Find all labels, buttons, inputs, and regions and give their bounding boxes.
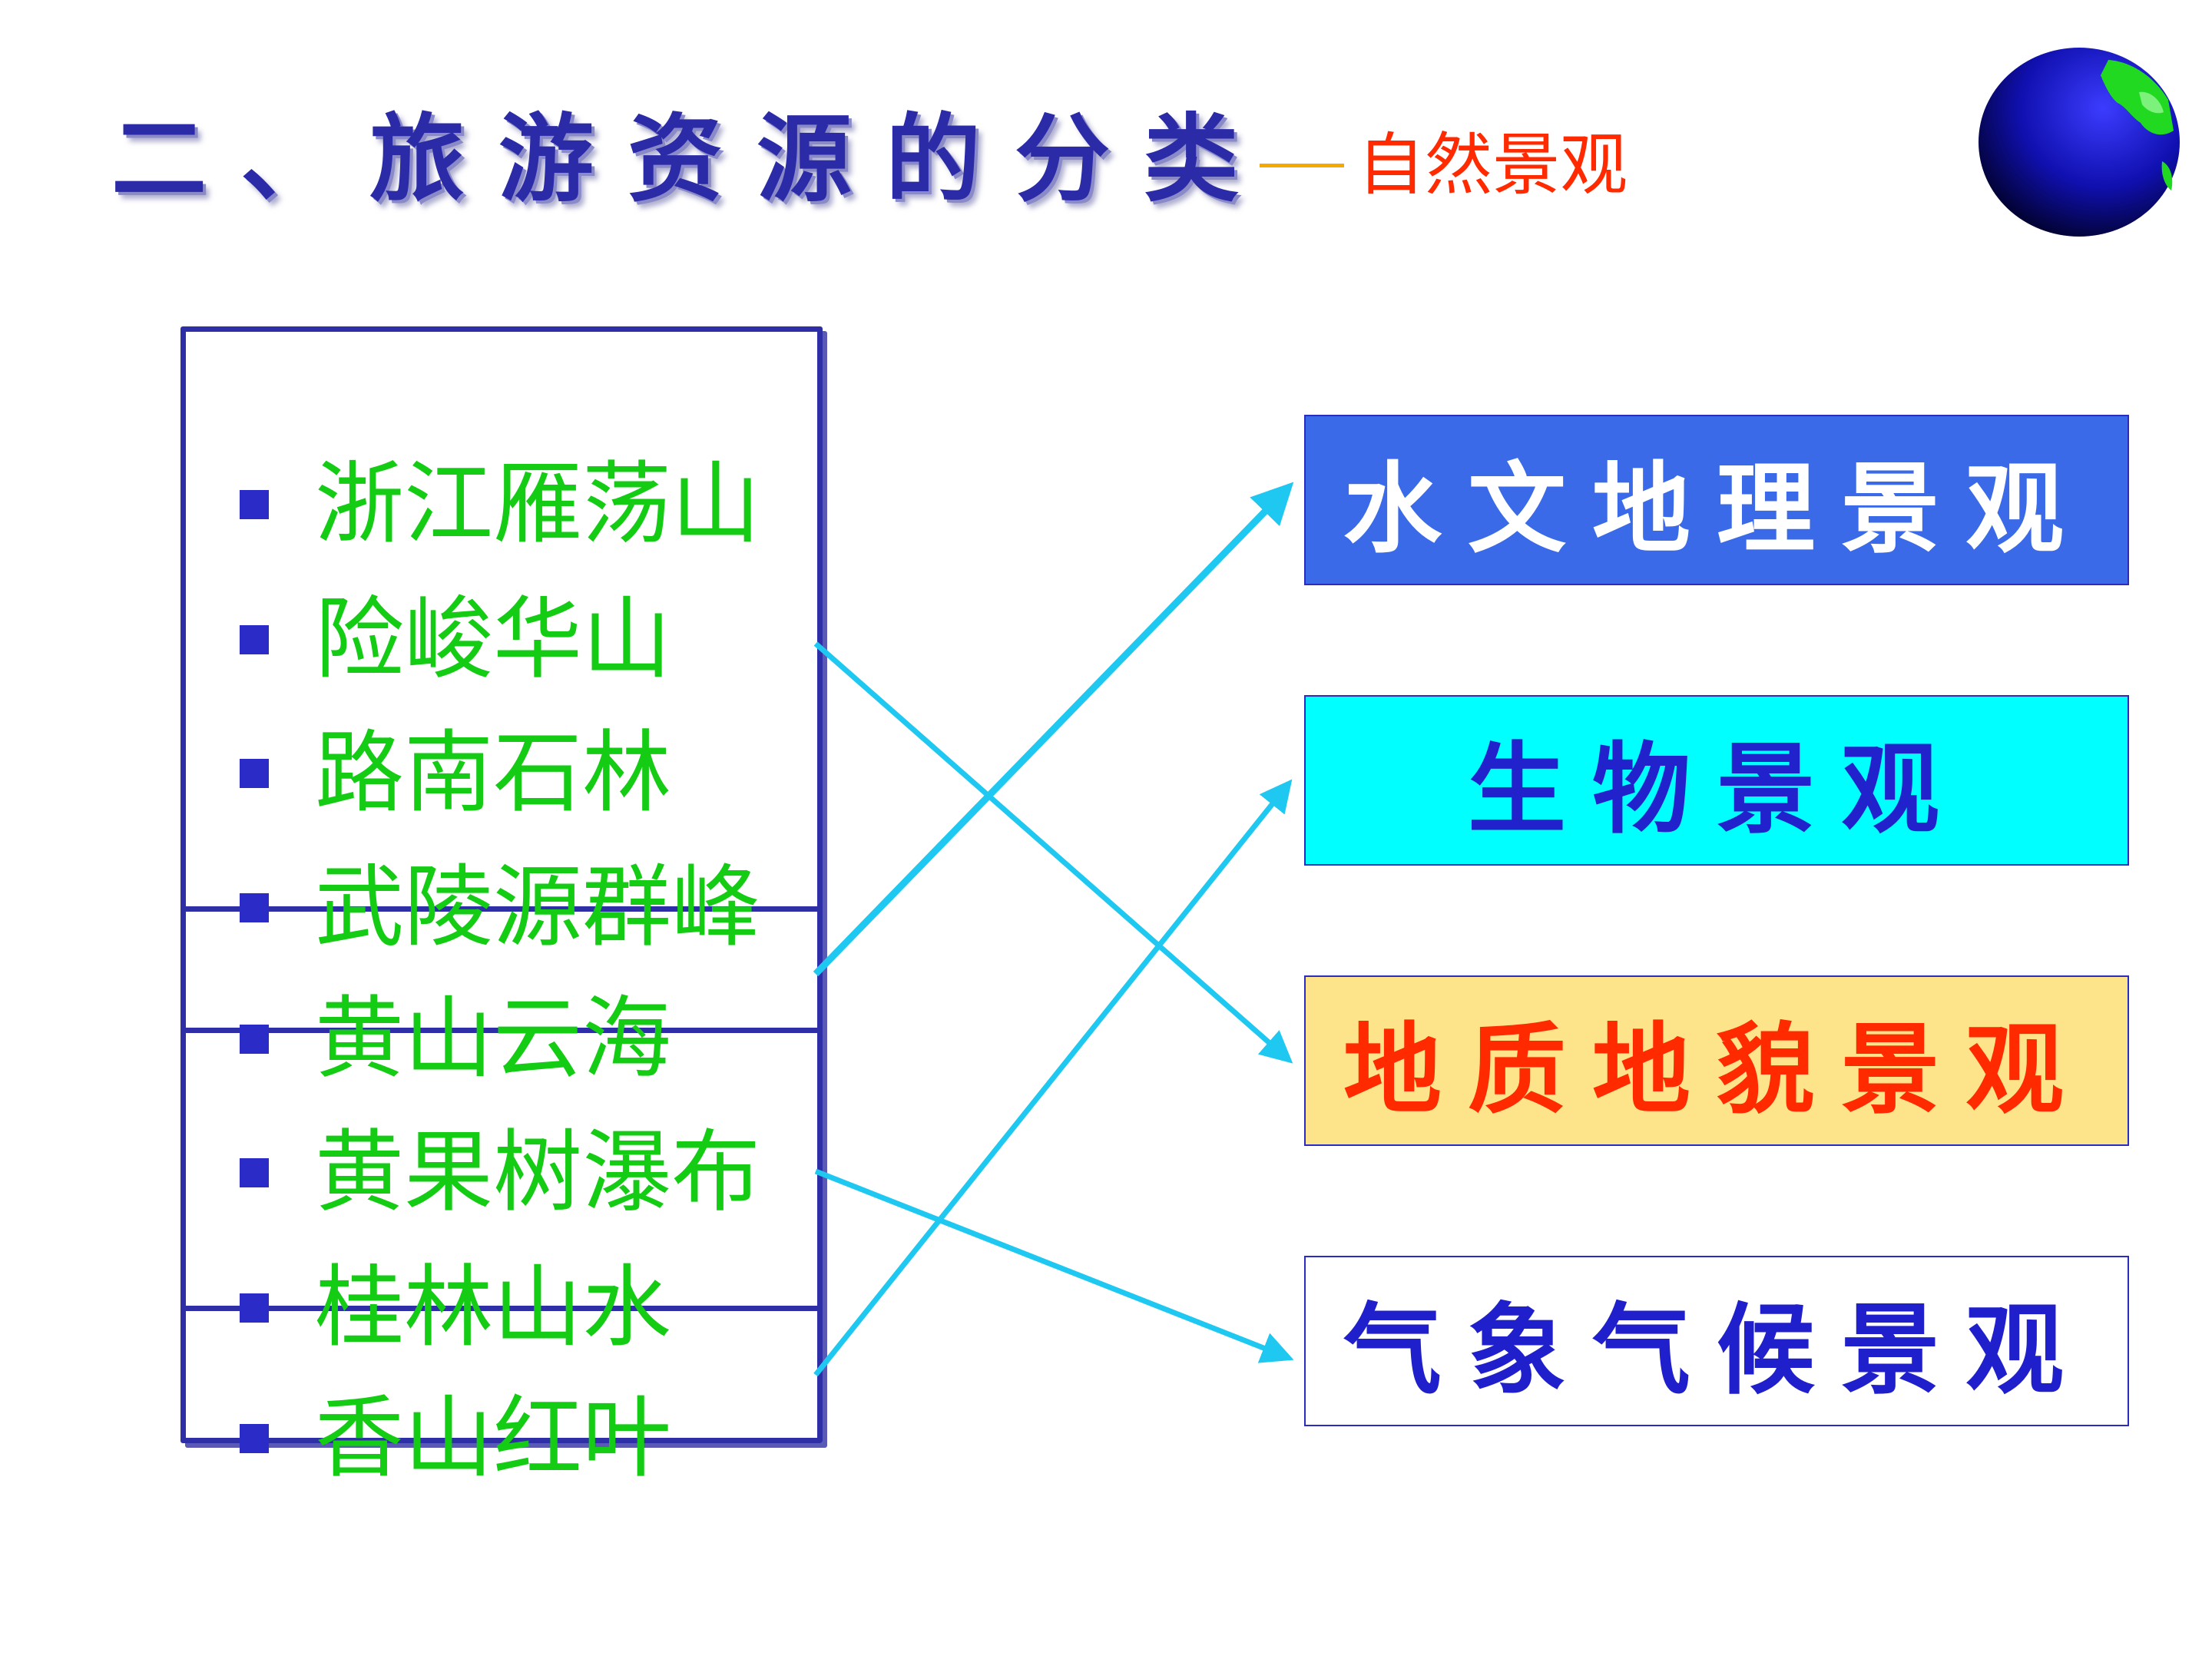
item-label: 路南石林: [315, 721, 671, 825]
list-item: 路南石林: [240, 708, 671, 839]
globe-icon: [1979, 48, 2180, 237]
square-bullet-icon: [240, 625, 269, 654]
list-item: 桂林山水: [240, 1243, 671, 1373]
list-item: 险峻华山: [240, 575, 671, 705]
category-label: 生物景观: [1467, 731, 1965, 847]
group-divider: [186, 906, 817, 912]
category-label: 水文地理景观: [1343, 451, 2090, 567]
group-divider: [186, 1028, 817, 1033]
square-bullet-icon: [240, 1158, 269, 1187]
square-bullet-icon: [240, 490, 269, 519]
item-label: 险峻华山: [315, 588, 671, 691]
square-bullet-icon: [240, 1293, 269, 1323]
item-label: 黄果树瀑布: [315, 1121, 760, 1224]
category-label: 地质地貌景观: [1343, 1012, 2090, 1128]
item-label: 武陵源群峰: [315, 856, 760, 959]
square-bullet-icon: [240, 893, 269, 922]
arrow-waterfall-to-hydrology: [814, 1168, 1294, 1363]
list-item: 黄果树瀑布: [240, 1108, 760, 1238]
list-item: 浙江雁荡山: [240, 439, 760, 570]
square-bullet-icon: [240, 1424, 269, 1453]
item-label: 黄山云海: [315, 987, 671, 1091]
item-label: 桂林山水: [315, 1256, 671, 1359]
category-box-hydrology: 水文地理景观: [1304, 415, 2129, 585]
square-bullet-icon: [240, 759, 269, 788]
group-divider: [186, 1306, 817, 1311]
scenery-list-box: 浙江雁荡山 险峻华山 路南石林 武陵源群峰 黄山云海 黄果树瀑布 桂林山水 香山…: [180, 326, 823, 1490]
category-label: 气象气候景观: [1343, 1292, 2090, 1408]
arrow-leaves-to-biological: [813, 779, 1293, 1377]
category-box-meteorology: 气象气候景观: [1304, 1256, 2129, 1426]
category-box-geology: 地质地貌景观: [1304, 975, 2129, 1146]
arrow-clouds-to-hydrology: [813, 482, 1294, 977]
item-label: 香山红叶: [315, 1386, 671, 1490]
page-title: 二、旅游资源的分类: [111, 104, 1273, 215]
arrow-group1-to-geology: [813, 641, 1293, 1064]
list-item: 武陵源群峰: [240, 843, 760, 973]
list-item: 黄山云海: [240, 974, 671, 1104]
category-box-biological: 生物景观: [1304, 695, 2129, 866]
subtitle-area: 自然景观: [1260, 123, 1628, 207]
square-bullet-icon: [240, 1025, 269, 1054]
item-label: 浙江雁荡山: [315, 452, 760, 556]
page-subtitle: 自然景观: [1357, 125, 1628, 204]
list-item: 香山红叶: [240, 1373, 671, 1504]
subtitle-dash: [1260, 163, 1344, 167]
